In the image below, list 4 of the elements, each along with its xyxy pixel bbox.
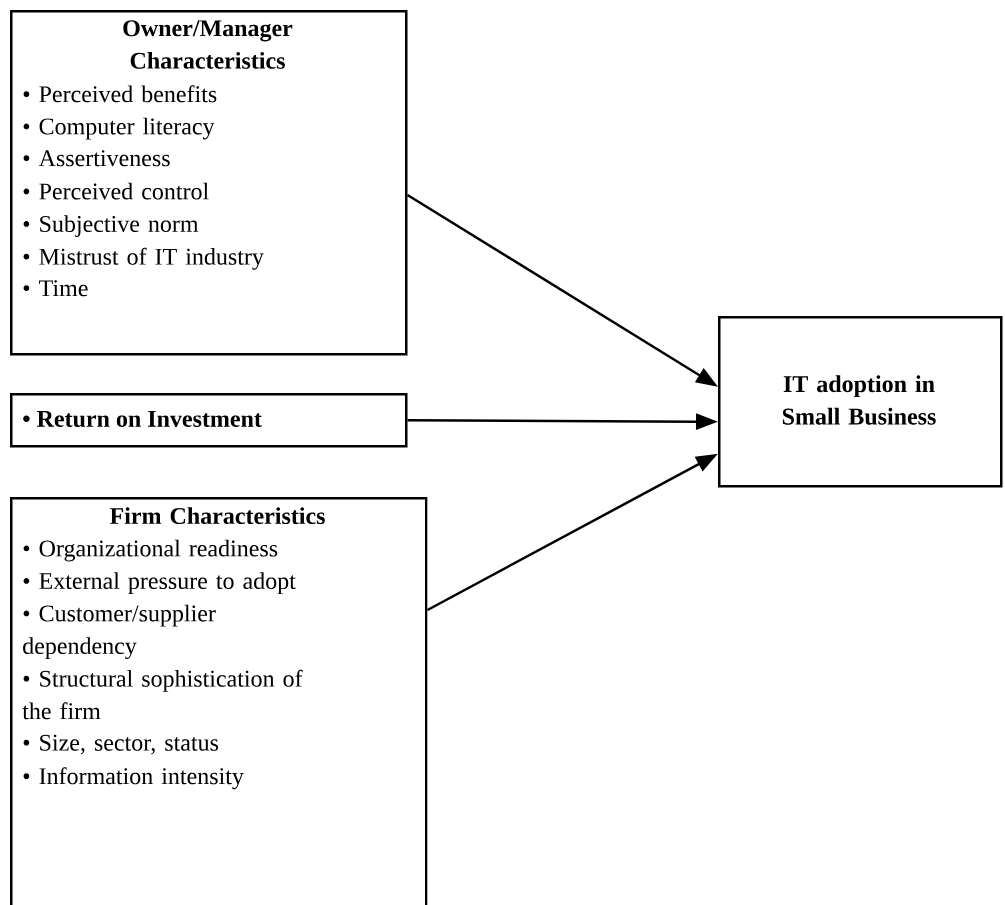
factor-box: Owner/Manager Characteristics • Perceived benefits • Computer literacy • Assertiveness • Perceived control • Subjective norm • Mistrust of IT industry • Time [10,10,408,356]
factor-box: IT adoption in Small Business [718,316,1003,488]
factor-box: Firm Characteristics • Organizational readiness • External pressure to adopt • Customer/supplier dependency • Structural sophistication of the firm • Size, sector, status • Information intensity [10,497,428,905]
factor-box: • Return on Investment [10,393,408,448]
